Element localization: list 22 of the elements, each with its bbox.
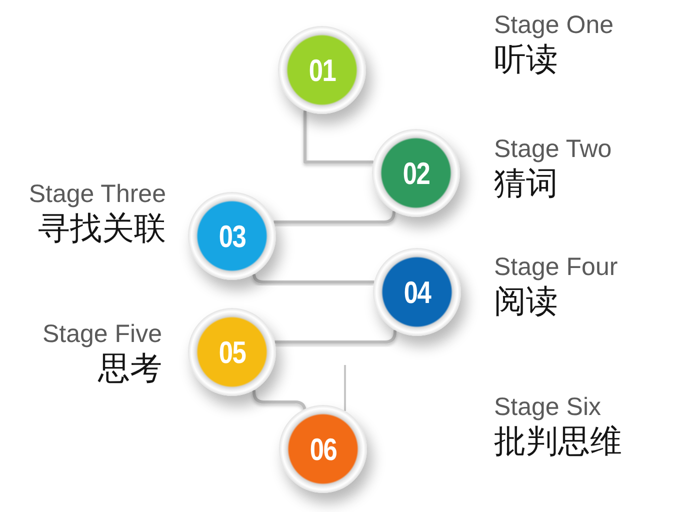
stage-name: 阅读 bbox=[494, 282, 558, 320]
stage-label: Stage Six bbox=[494, 392, 602, 422]
stage-name: 寻找关联 bbox=[38, 209, 166, 247]
connector-line bbox=[274, 210, 396, 224]
stage-name: 思考 bbox=[98, 349, 162, 387]
stage-label: Stage Two bbox=[494, 134, 612, 164]
stage-label: Stage One bbox=[494, 10, 614, 40]
connector-line bbox=[274, 330, 396, 344]
step-number: 02 bbox=[402, 158, 430, 188]
stage-name: 批判思维 bbox=[494, 422, 622, 460]
step-number: 06 bbox=[310, 434, 336, 464]
stage-name: 听读 bbox=[494, 40, 558, 78]
stage-name: 猜词 bbox=[494, 164, 558, 202]
step-number: 01 bbox=[308, 54, 336, 86]
stage-label: Stage Four bbox=[494, 252, 618, 282]
stage-label: Stage Five bbox=[42, 319, 162, 349]
step-number: 04 bbox=[404, 276, 430, 308]
connector-line bbox=[252, 274, 374, 284]
stage-label: Stage Three bbox=[28, 179, 166, 209]
step-number: 05 bbox=[218, 336, 246, 368]
step-number: 03 bbox=[218, 220, 246, 252]
connector-line bbox=[304, 110, 374, 164]
